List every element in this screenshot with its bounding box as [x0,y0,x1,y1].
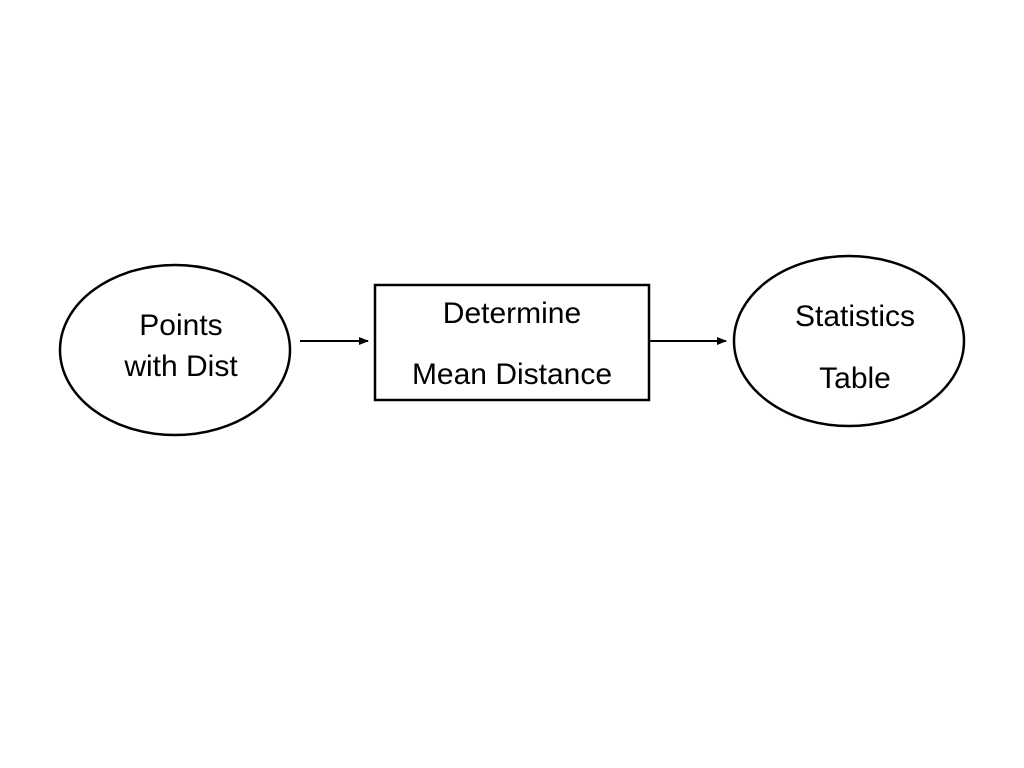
node-determine-mean-distance: Determine Mean Distance [373,283,651,402]
node-process-label-line-1: Determine [443,297,581,330]
node-process-label-line-2: Mean Distance [412,358,612,391]
node-stats-ellipse [732,254,966,428]
node-statistics-table: Statistics Table [732,254,966,428]
node-points-label-line-1: Points [139,309,222,342]
node-points-with-dist: Points with Dist [58,263,292,437]
node-stats-label-line-1: Statistics [795,300,915,333]
node-process-rect [373,283,651,402]
node-stats-label-line-2: Table [819,362,891,395]
node-points-label-line-2: with Dist [123,350,238,383]
node-points-ellipse [58,263,292,437]
